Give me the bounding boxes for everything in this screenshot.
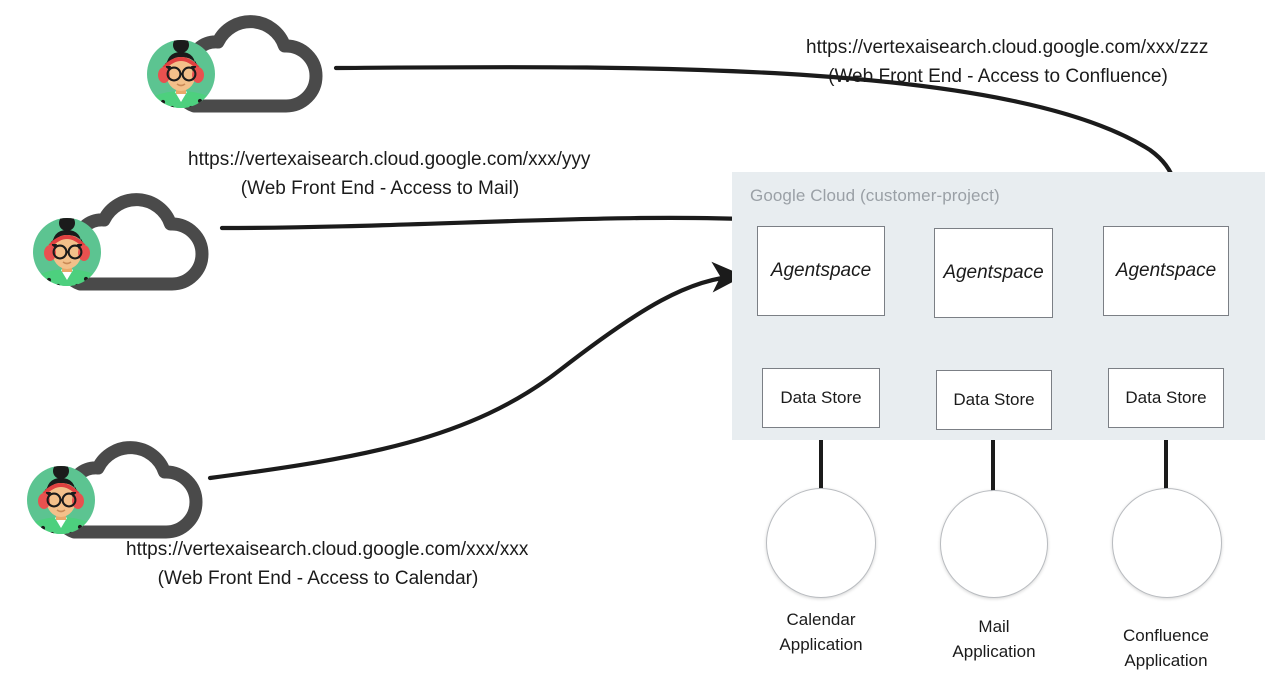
application-label-line2: Application <box>779 634 863 654</box>
actor-user-calendar <box>27 448 196 540</box>
agentspace-box-confluence[interactable]: Agentspace <box>1103 226 1229 316</box>
caption-url: https://vertexaisearch.cloud.google.com/… <box>188 149 591 170</box>
actor-user-mail <box>33 200 202 292</box>
agentspace-box-calendar[interactable]: Agentspace <box>757 226 885 316</box>
datastore-label: Data Store <box>1125 388 1207 407</box>
caption-description: (Web Front End - Access to Mail) <box>240 177 520 199</box>
agentspace-box-mail[interactable]: Agentspace <box>934 228 1053 318</box>
caption-url: https://vertexaisearch.cloud.google.com/… <box>126 539 529 560</box>
application-label-confluence: Confluence Application <box>1066 624 1266 673</box>
caption-description: (Web Front End - Access to Calendar) <box>157 567 479 589</box>
agentspace-label: Agentspace <box>1115 260 1217 281</box>
datastore-box-mail[interactable]: Data Store <box>936 370 1052 430</box>
agentspace-label: Agentspace <box>943 262 1044 283</box>
agentspace-label: Agentspace <box>770 260 872 281</box>
datastore-label: Data Store <box>953 390 1035 409</box>
application-badge-confluence[interactable] <box>1112 488 1222 598</box>
arrow-calendar <box>207 261 745 481</box>
application-label-mail: Mail Application <box>894 615 1094 664</box>
application-label-line2: Application <box>952 641 1036 661</box>
caption-description: (Web Front End - Access to Confluence) <box>828 65 1168 87</box>
datastore-box-calendar[interactable]: Data Store <box>762 368 880 428</box>
caption-url: https://vertexaisearch.cloud.google.com/… <box>806 37 1209 58</box>
application-label-line1: Mail <box>978 617 1010 636</box>
application-badge-calendar[interactable] <box>766 488 876 598</box>
application-label-line1: Confluence <box>1122 626 1209 645</box>
datastore-box-confluence[interactable]: Data Store <box>1108 368 1224 428</box>
actor-user-confluence <box>147 22 316 114</box>
application-label-line1: Calendar <box>786 610 856 629</box>
caption-confluence: https://vertexaisearch.cloud.google.com/… <box>806 34 1209 92</box>
datastore-label: Data Store <box>780 388 862 407</box>
caption-calendar: https://vertexaisearch.cloud.google.com/… <box>126 536 529 594</box>
application-label-calendar: Calendar Application <box>721 608 921 657</box>
application-badge-mail[interactable] <box>940 490 1048 598</box>
application-label-line2: Application <box>1124 650 1208 670</box>
google-cloud-region-label: Google Cloud (customer-project) <box>750 186 1000 205</box>
caption-mail: https://vertexaisearch.cloud.google.com/… <box>188 146 591 204</box>
